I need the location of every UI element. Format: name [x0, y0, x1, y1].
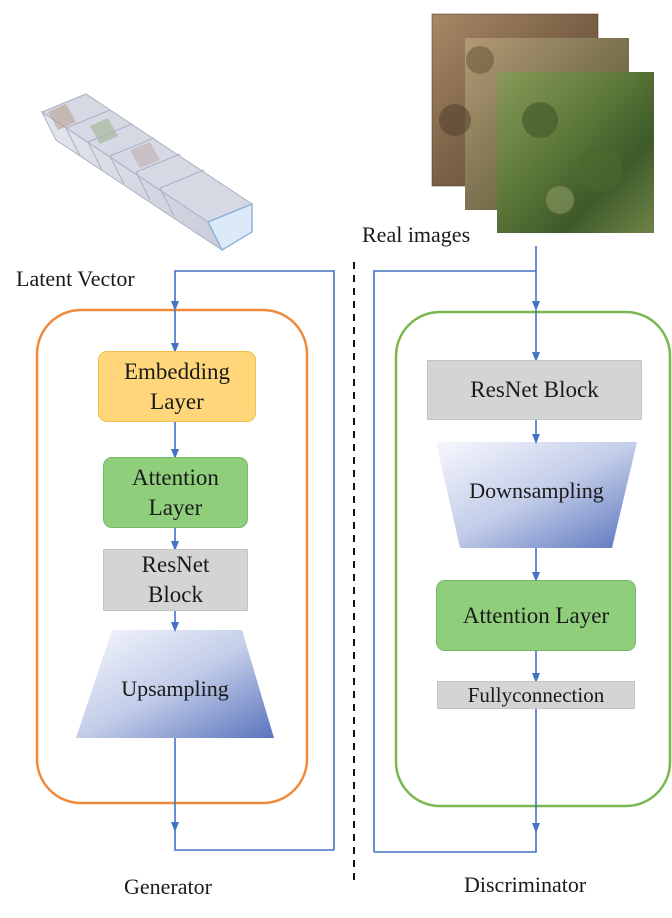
downsampling-label: Downsampling — [469, 478, 604, 503]
fake-to-discriminator-line — [373, 270, 536, 852]
discriminator-label: Discriminator — [464, 872, 587, 897]
embedding-layer-text: Embedding Layer — [123, 358, 231, 414]
generator-attention-layer-block: Attention Layer — [103, 457, 248, 528]
generator-label: Generator — [124, 874, 212, 899]
discriminator-attention-layer-block: Attention Layer — [436, 580, 636, 651]
latent-vector-label: Latent Vector — [16, 266, 135, 291]
latent-vector-icon — [40, 93, 254, 252]
upsampling-shape — [76, 630, 274, 738]
generator-resnet-block-text: ResNet Block — [141, 552, 210, 607]
generator-attention-layer-text: Attention Layer — [132, 464, 219, 520]
discriminator-bottom-line — [374, 830, 537, 853]
fullyconnection-block: Fullyconnection — [437, 681, 635, 709]
upsampling-label: Upsampling — [121, 676, 229, 701]
generator-resnet-block: ResNet Block — [103, 549, 248, 611]
generator-output-line — [174, 826, 334, 851]
fullyconnection-text: Fullyconnection — [467, 683, 605, 707]
discriminator-attention-layer-text: Attention Layer — [462, 602, 610, 628]
real-images-stack — [431, 13, 654, 233]
downsampling-shape — [436, 442, 637, 548]
discriminator-resnet-block-text: ResNet Block — [470, 377, 599, 402]
embedding-layer-block: Embedding Layer — [98, 351, 256, 422]
discriminator-frame — [394, 310, 672, 808]
latent-input-arrow — [171, 270, 335, 850]
discriminator-resnet-block: ResNet Block — [427, 360, 642, 420]
real-images-label: Real images — [362, 222, 471, 247]
